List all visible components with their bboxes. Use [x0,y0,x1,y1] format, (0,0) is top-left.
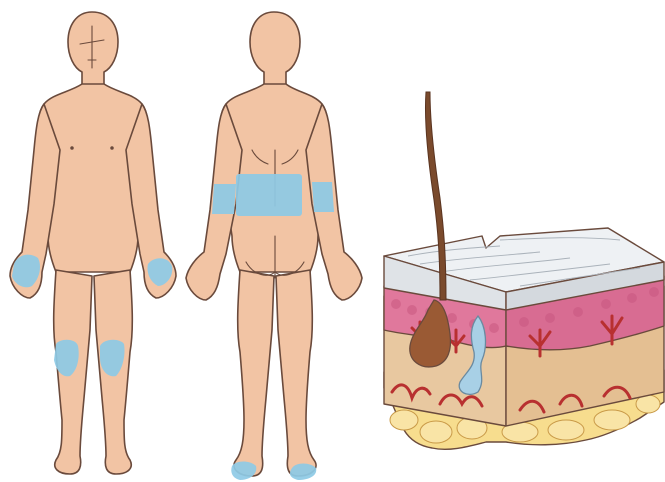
front-psoriasis-patches [12,255,172,377]
patch-left-forearm [212,184,236,214]
front-head [68,12,118,86]
patch-lower-back [236,174,302,216]
back-right-leg [276,270,316,476]
back-left-leg [234,270,274,476]
patch-right-forearm [312,182,334,212]
patch-left-heel [231,462,256,481]
front-body-figure [10,12,176,474]
back-head [250,12,300,86]
back-body-figure [186,12,362,476]
